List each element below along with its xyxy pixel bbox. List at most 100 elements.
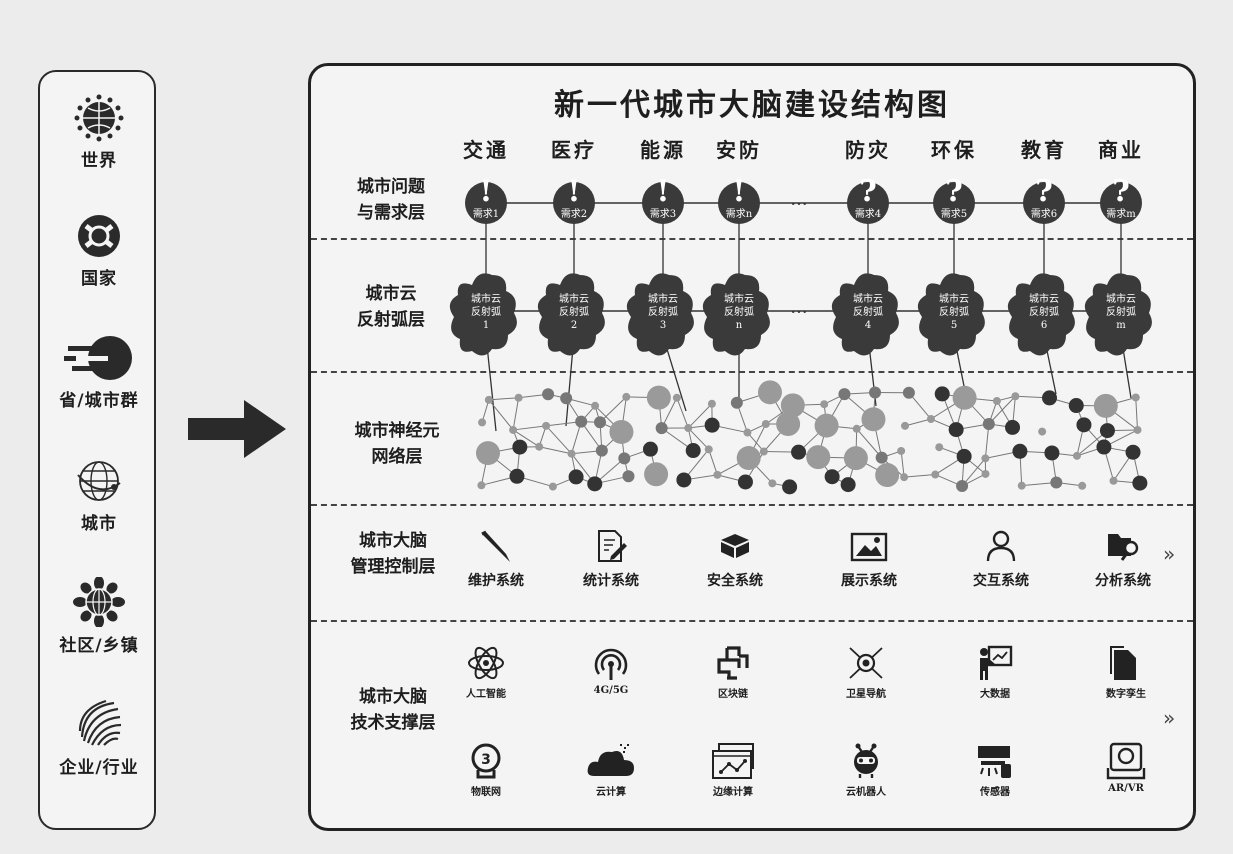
wire-globe-icon bbox=[77, 461, 121, 501]
architecture-diagram: ··· ··· !需求1 !需求2 !需求3 !需求n ?需求4 ?需求5 ?需… bbox=[449, 174, 1152, 495]
page-title: 新一代城市大脑建设结构图 bbox=[554, 88, 950, 123]
svg-text:3: 3 bbox=[481, 752, 491, 768]
svg-text:反射弧: 反射弧 bbox=[471, 305, 501, 318]
box-icon bbox=[721, 534, 749, 558]
tech-item-sensor[interactable]: 传感器 bbox=[945, 742, 1045, 798]
scale-item-world: 世界 bbox=[40, 94, 158, 171]
tech-item-iot[interactable]: 3 物联网 bbox=[436, 742, 536, 798]
files-icon bbox=[1110, 646, 1136, 680]
signal-icon bbox=[594, 648, 628, 680]
tech-label: 卫星导航 bbox=[846, 689, 886, 700]
tech-item-robot[interactable]: 云机器人 bbox=[816, 742, 916, 798]
mgmt-item-analysis[interactable]: 分析系统 bbox=[1068, 528, 1178, 590]
neuron-node bbox=[806, 445, 831, 470]
tech-label: 传感器 bbox=[980, 787, 1010, 798]
neuron-node bbox=[475, 441, 500, 466]
pen-icon bbox=[481, 530, 510, 562]
svg-text:需求1: 需求1 bbox=[473, 208, 499, 220]
svg-text:城市云: 城市云 bbox=[853, 292, 883, 305]
domain-label: 防灾 bbox=[845, 138, 891, 162]
tech-label: 人工智能 bbox=[466, 689, 506, 700]
neuron-node bbox=[594, 416, 607, 429]
tech-item-arvr[interactable]: AR/VR bbox=[1076, 742, 1176, 794]
neuron-node bbox=[622, 470, 635, 483]
neuron-node bbox=[618, 452, 631, 465]
mgmt-label: 维护系统 bbox=[468, 573, 524, 589]
mgmt-label: 统计系统 bbox=[583, 573, 639, 589]
neuron-node bbox=[897, 446, 906, 455]
tech-item-satellite[interactable]: 卫星导航 bbox=[816, 644, 916, 700]
scale-label: 企业/行业 bbox=[59, 758, 139, 778]
tech-label: 云计算 bbox=[596, 787, 626, 798]
tech-item-bigdata[interactable]: 大数据 bbox=[945, 644, 1045, 700]
neuron-node bbox=[875, 451, 888, 464]
more-management-icon[interactable]: » bbox=[1163, 542, 1176, 566]
svg-text:1: 1 bbox=[483, 320, 489, 331]
mgmt-item-security[interactable]: 安全系统 bbox=[680, 528, 790, 590]
neuron-node bbox=[1093, 393, 1118, 418]
atom-icon bbox=[468, 646, 504, 680]
neuron-node bbox=[934, 386, 950, 402]
neuron-node bbox=[956, 448, 972, 464]
layer-divider bbox=[311, 371, 1193, 373]
domain-label: 商业 bbox=[1098, 138, 1144, 162]
more-tech-icon[interactable]: » bbox=[1163, 706, 1176, 730]
neuron-node bbox=[1131, 393, 1140, 402]
mgmt-item-display[interactable]: 展示系统 bbox=[814, 528, 924, 590]
neuron-node bbox=[761, 420, 770, 429]
tech-item-network[interactable]: 4G/5G bbox=[561, 644, 661, 696]
ellipsis-demand: ··· bbox=[790, 194, 807, 215]
neuron-node bbox=[713, 470, 722, 479]
tech-item-cloud[interactable]: 云计算 bbox=[561, 742, 661, 798]
neuron-node bbox=[591, 401, 600, 410]
tech-label: 边缘计算 bbox=[713, 787, 753, 798]
svg-text:城市云: 城市云 bbox=[648, 292, 678, 305]
neuron-node bbox=[730, 396, 743, 409]
neuron-node bbox=[814, 413, 839, 438]
scale-item-country: 国家 bbox=[40, 212, 158, 289]
neuron-node bbox=[568, 469, 584, 485]
scale-item-city: 城市 bbox=[40, 457, 158, 534]
tech-item-digital-twin[interactable]: 数字孪生 bbox=[1076, 644, 1176, 700]
tech-item-edge[interactable]: 边缘计算 bbox=[683, 742, 783, 798]
neuron-node bbox=[757, 380, 782, 405]
neuron-node bbox=[840, 477, 856, 493]
svg-text:需求m: 需求m bbox=[1106, 208, 1136, 220]
layer-label-demand: 城市问题与需求层 bbox=[357, 177, 425, 223]
neuron-node bbox=[782, 479, 798, 495]
neuron-node bbox=[478, 418, 487, 427]
neuron-node bbox=[1099, 423, 1115, 439]
svg-text:需求2: 需求2 bbox=[561, 208, 587, 220]
neuron-node bbox=[759, 447, 768, 456]
scale-label: 省/城市群 bbox=[59, 391, 139, 411]
mgmt-item-statistics[interactable]: 统计系统 bbox=[556, 528, 666, 590]
tech-label: AR/VR bbox=[1108, 783, 1144, 794]
mgmt-item-maintenance[interactable]: 维护系统 bbox=[441, 528, 551, 590]
tech-item-ai[interactable]: 人工智能 bbox=[436, 644, 536, 700]
neuron-node bbox=[1017, 481, 1026, 490]
neuron-node bbox=[567, 449, 576, 458]
tech-item-blockchain[interactable]: 区块链 bbox=[683, 644, 783, 700]
tech-label: 物联网 bbox=[471, 787, 501, 798]
neuron-node bbox=[484, 395, 493, 404]
presentation-icon bbox=[980, 645, 1013, 680]
sensor-icon bbox=[978, 746, 1011, 778]
svg-text:?: ? bbox=[945, 174, 963, 209]
layer-label-neural: 城市神经元网络层 bbox=[354, 421, 440, 467]
neuron-node bbox=[1109, 476, 1118, 485]
mgmt-label: 安全系统 bbox=[707, 573, 763, 589]
svg-text:城市云: 城市云 bbox=[1106, 292, 1136, 305]
mgmt-label: 分析系统 bbox=[1095, 573, 1151, 589]
svg-text:!: ! bbox=[567, 174, 580, 209]
tech-label: 数字孪生 bbox=[1106, 689, 1146, 700]
svg-text:城市云: 城市云 bbox=[724, 292, 754, 305]
scale-panel: 世界 国家 省/城市群 城市 bbox=[38, 70, 156, 830]
neuron-node bbox=[1012, 443, 1028, 459]
mgmt-item-interaction[interactable]: 交互系统 bbox=[946, 528, 1056, 590]
issue-node: !需求3 bbox=[642, 174, 684, 224]
neural-network bbox=[475, 380, 1148, 495]
neuron-node bbox=[992, 396, 1001, 405]
speed-ball-icon bbox=[64, 336, 132, 380]
svg-text:4: 4 bbox=[865, 320, 871, 331]
